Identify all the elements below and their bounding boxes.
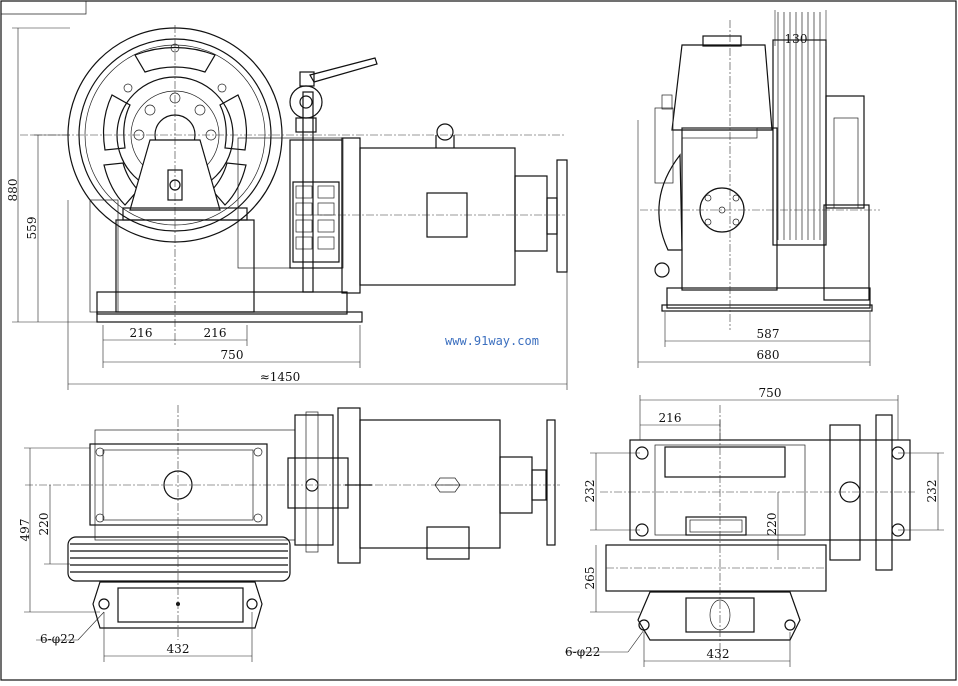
dim-base-plan-bolt-span: 432 (707, 647, 730, 661)
handwheel (556, 159, 568, 273)
brake-shoes (292, 181, 340, 263)
dim-side-rail-span: 587 (757, 327, 780, 341)
dim-plan-bolt-span: 432 (167, 642, 190, 656)
dim-base-plan-left-span: 232 (583, 480, 597, 503)
front-view: 880 559 216 216 750 ≈1450 (6, 25, 568, 390)
plan-brake (294, 414, 334, 546)
title-block-corner (1, 1, 87, 15)
plan-view: 497 220 6-φ22 432 (18, 405, 560, 662)
side-drum-guard (658, 153, 683, 251)
dim-front-half-left: 216 (130, 326, 153, 340)
dim-base-plan-center-offset: 220 (765, 513, 779, 536)
dim-base-plan-length: 750 (759, 386, 782, 400)
plan-handwheel (546, 419, 556, 546)
dim-front-half-right: 216 (204, 326, 227, 340)
dim-front-height: 880 (6, 179, 20, 202)
side-sheave (772, 39, 827, 246)
base-plan-plate (637, 591, 801, 641)
plan-sheave-grooves (67, 536, 291, 582)
gearbox-housing (115, 219, 255, 313)
side-base (666, 287, 871, 309)
motor-flange (341, 137, 361, 294)
brake-arm (302, 91, 314, 293)
side-view: 130 587 680 (637, 10, 880, 368)
dim-side-sheave-width: 130 (785, 32, 808, 46)
dim-base-plan-bolt-holes: 6-φ22 (565, 645, 600, 659)
dim-base-plan-pedestal-depth: 265 (583, 567, 597, 590)
base-plan-frame (629, 439, 911, 541)
base-plan-sheave (664, 446, 786, 478)
dim-base-plan-right-span: 232 (925, 480, 939, 503)
plan-base-plate (92, 581, 263, 629)
plan-bolt-hole (98, 598, 110, 610)
dim-base-plan-sheave-offset: 216 (659, 411, 682, 425)
plan-gearbox (89, 443, 268, 526)
dim-plan-depth: 497 (18, 519, 32, 542)
dim-plan-hole-offset: 220 (37, 513, 51, 536)
side-gearbox-body (681, 127, 778, 291)
watermark-text: www.91way.com (445, 334, 539, 348)
lifting-eye (436, 123, 454, 141)
brake-release-hub (289, 85, 323, 119)
dim-side-base-width: 680 (757, 348, 780, 362)
sheave-grooves (777, 12, 821, 240)
dim-front-overall-length: ≈1450 (260, 370, 301, 384)
plan-motor-body (359, 419, 501, 549)
brake-lever (309, 57, 378, 83)
machine-base (96, 291, 348, 315)
base-plan-view: 750 216 232 232 220 265 6-φ22 432 (565, 386, 944, 667)
dim-front-base-length: 750 (221, 348, 244, 362)
dim-front-shaft-height: 559 (25, 217, 39, 240)
dim-plan-bolt-holes: 6-φ22 (40, 632, 75, 646)
motor-body (359, 147, 516, 286)
side-gearbox-top (671, 44, 773, 131)
